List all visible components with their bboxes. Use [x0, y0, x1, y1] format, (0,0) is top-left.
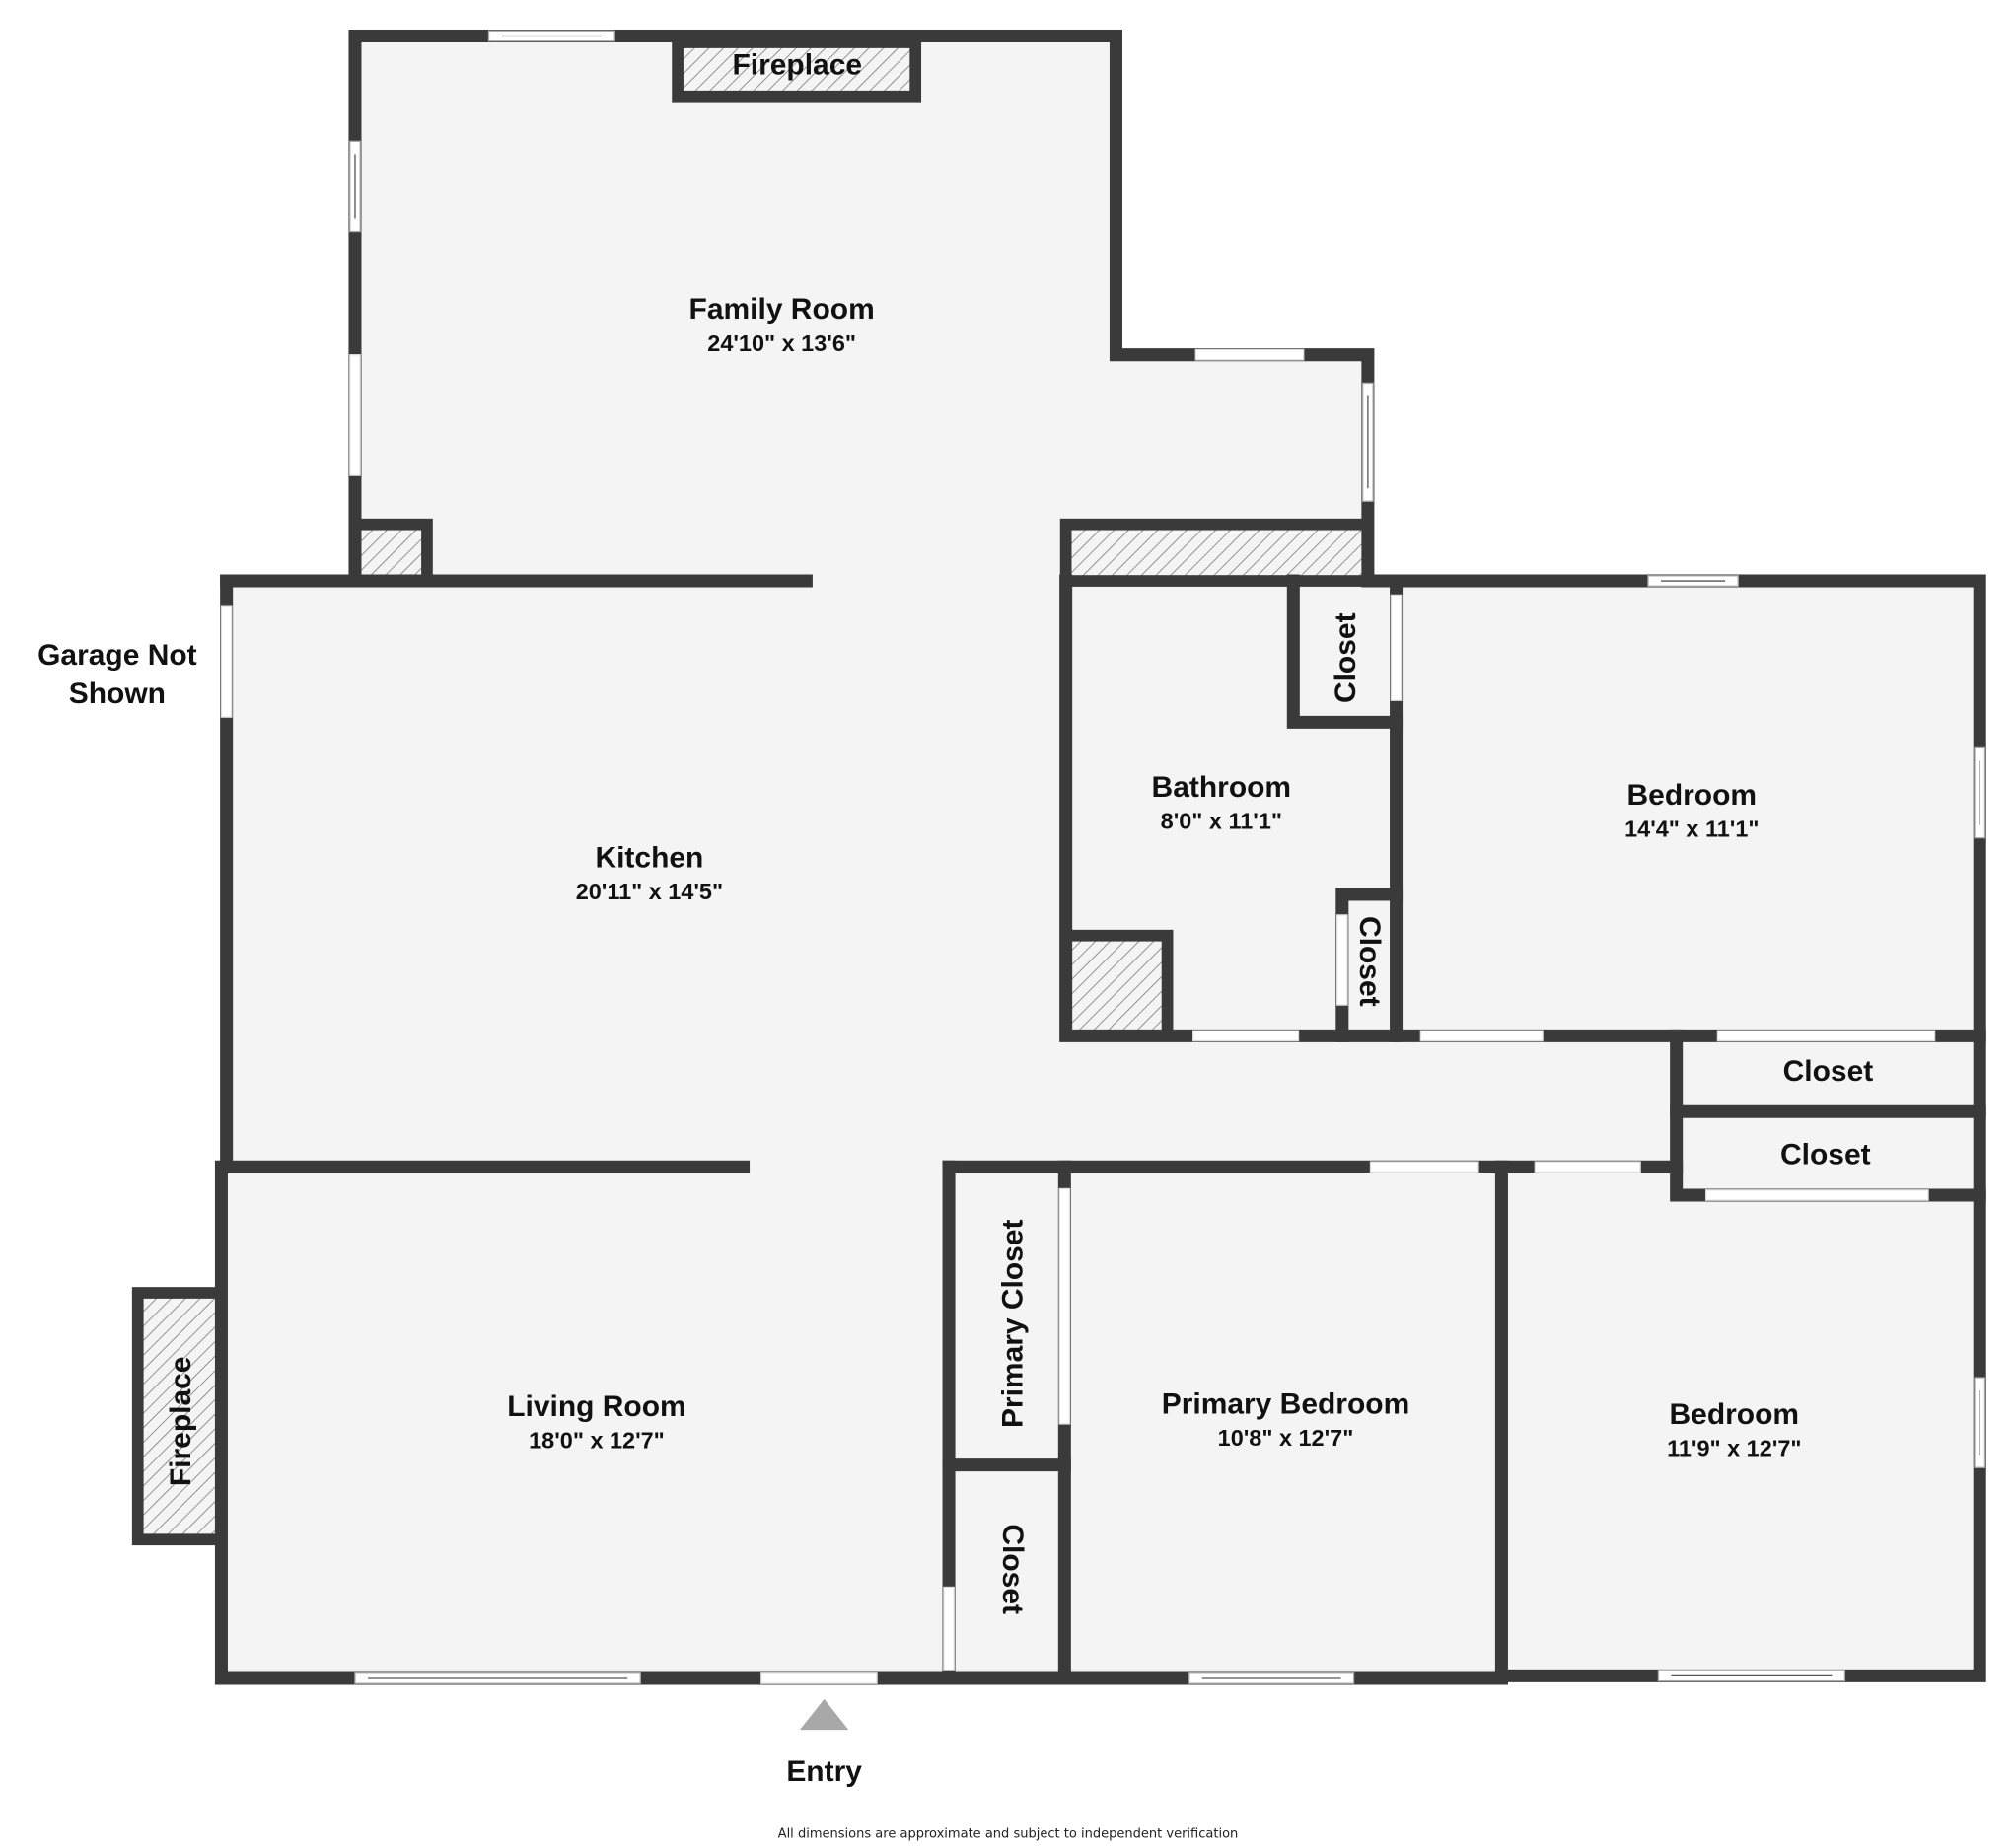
door-opening: [220, 605, 233, 718]
primary-closet-label: Primary Closet: [996, 1220, 1029, 1429]
room-living: Living Room 18'0" x 12'7": [507, 1390, 685, 1454]
door-opening: [349, 354, 361, 476]
entry-label: Entry: [786, 1755, 862, 1788]
door-opening: [760, 1672, 878, 1684]
room-dims: 20'11" x 14'5": [576, 879, 723, 904]
door-opening: [1192, 1030, 1300, 1042]
fireplace-top-label: Fireplace: [732, 49, 862, 82]
garage-note-line1: Garage Not: [37, 639, 197, 672]
door-opening: [1194, 348, 1305, 361]
room-dims: 8'0" x 11'1": [1161, 809, 1282, 834]
closet-hall-label: Closet: [996, 1524, 1029, 1614]
door-opening: [1390, 594, 1403, 701]
door-opening: [1716, 1030, 1936, 1042]
closet-right-1-label: Closet: [1783, 1055, 1874, 1088]
closet-right-2-label: Closet: [1780, 1139, 1871, 1172]
room-primary-bedroom: Primary Bedroom 10'8" x 12'7": [1162, 1388, 1410, 1452]
room-name: Bedroom: [1670, 1398, 1800, 1431]
room-name: Primary Bedroom: [1162, 1388, 1410, 1421]
garage-note-line2: Shown: [69, 677, 166, 710]
windows-and-openings: [220, 30, 1986, 1684]
closet-bath-top-label: Closet: [1330, 612, 1362, 703]
door-opening: [1419, 1030, 1544, 1042]
room-dims: 18'0" x 12'7": [529, 1428, 665, 1454]
entry-arrow-icon: [799, 1698, 849, 1731]
room-dims: 14'4" x 11'1": [1624, 816, 1759, 841]
room-name: Kitchen: [595, 842, 703, 875]
door-opening: [1704, 1189, 1929, 1201]
room-bedroom-1: Bedroom 14'4" x 11'1": [1624, 779, 1759, 842]
floor-areas: [221, 36, 1980, 1678]
chimney-box: [349, 518, 433, 587]
room-bathroom: Bathroom 8'0" x 11'1": [1152, 771, 1292, 834]
door-opening: [943, 1586, 955, 1671]
bath-storage-top: [1059, 518, 1374, 587]
closet-bath-small-label: Closet: [1353, 916, 1386, 1007]
room-dims: 11'9" x 12'7": [1667, 1436, 1801, 1461]
room-name: Bedroom: [1627, 779, 1758, 812]
door-opening: [1335, 914, 1348, 1006]
room-family: Family Room 24'10" x 13'6": [689, 293, 875, 356]
door-opening: [1534, 1161, 1641, 1173]
door-opening: [1058, 1187, 1071, 1425]
door-opening: [1369, 1161, 1479, 1173]
bath-storage-corner: [1059, 929, 1174, 1042]
fireplace-left-label: Fireplace: [165, 1357, 197, 1487]
room-name: Bathroom: [1152, 771, 1292, 804]
room-bedroom-2: Bedroom 11'9" x 12'7": [1667, 1398, 1801, 1461]
disclaimer: All dimensions are approximate and subje…: [778, 1827, 1239, 1842]
room-kitchen: Kitchen 20'11" x 14'5": [576, 842, 723, 905]
room-name: Living Room: [507, 1390, 685, 1423]
room-dims: 10'8" x 12'7": [1218, 1425, 1354, 1451]
room-name: Family Room: [689, 293, 875, 325]
room-dims: 24'10" x 13'6": [707, 330, 856, 356]
